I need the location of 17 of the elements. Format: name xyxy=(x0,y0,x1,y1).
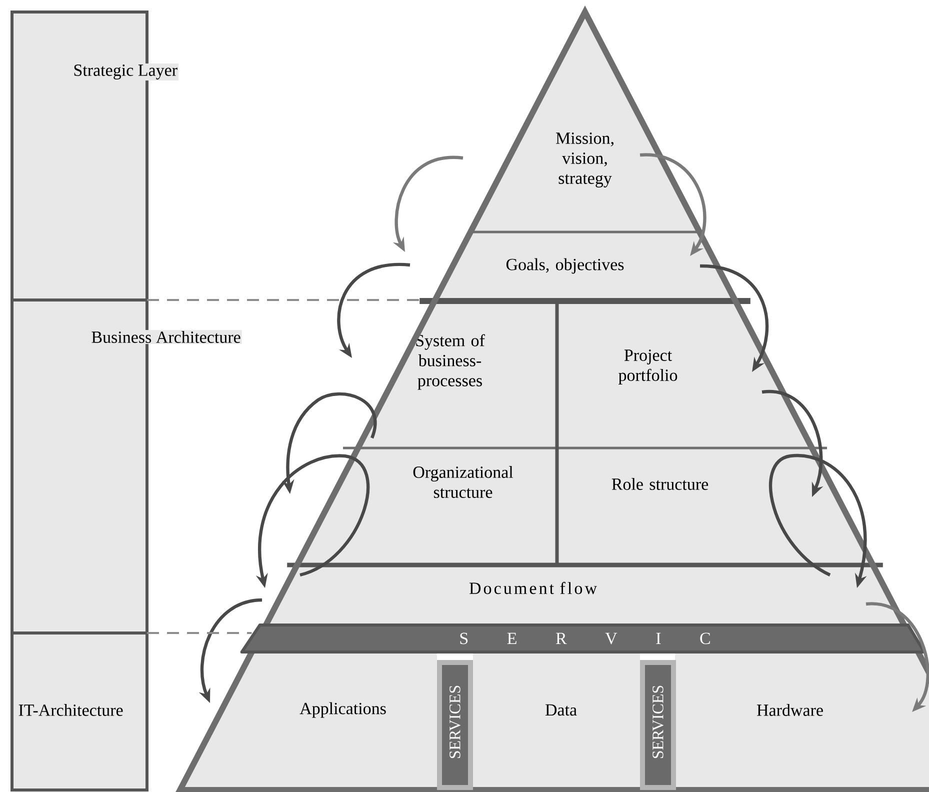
pyramid-cell: Hardware xyxy=(675,652,929,790)
services-band: S E R V I C xyxy=(240,624,926,654)
pyramid-cell: Goals, objectives xyxy=(435,232,735,300)
pyramid-cell: Project portfolio xyxy=(557,300,812,448)
pyramid-cell: Data xyxy=(473,652,640,790)
pyramid-cell: Applications xyxy=(180,652,437,790)
pyramid-cell: Organizational structure xyxy=(297,448,557,565)
services-pillar: SERVICES xyxy=(437,660,473,790)
pyramid-cell: System of business-processes xyxy=(358,300,557,448)
layer-band: Strategic Layer xyxy=(10,10,179,302)
layer-band: Business Architecture xyxy=(10,298,242,634)
layer-band: IT-Architecture xyxy=(10,632,148,792)
dashed-line xyxy=(147,632,252,634)
dashed-line xyxy=(147,299,420,301)
pyramid-cell: Document flow xyxy=(266,565,904,625)
services-pillar: SERVICES xyxy=(640,660,676,790)
pyramid-cell: Role structure xyxy=(557,448,873,565)
